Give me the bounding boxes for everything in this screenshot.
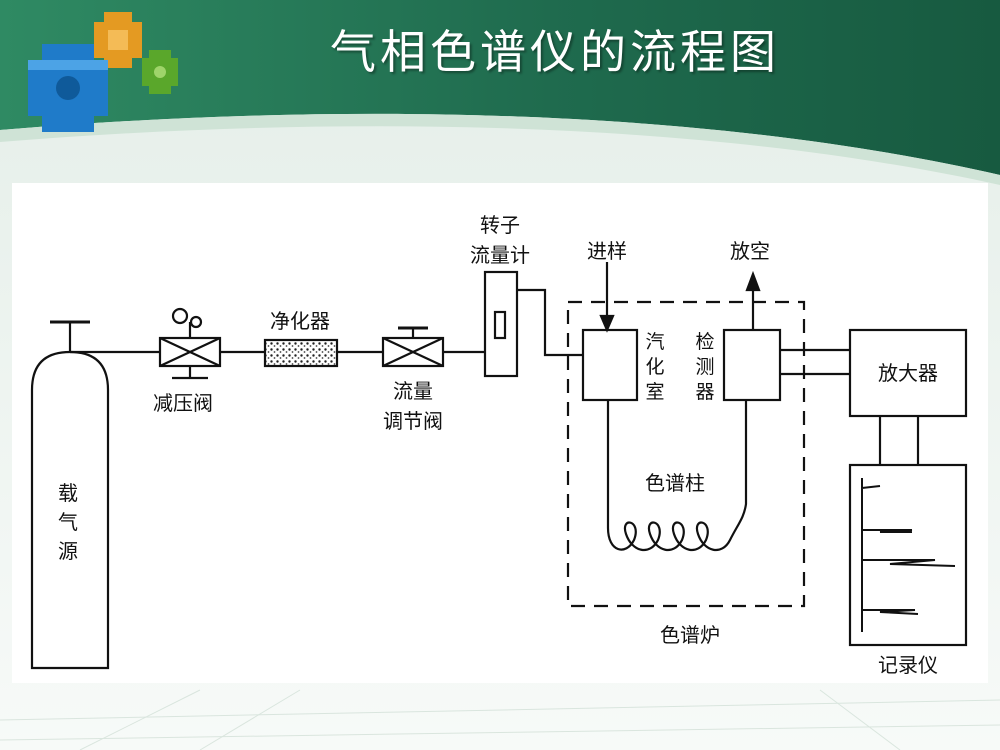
svg-text:载: 载 [58,481,78,505]
label-injection: 进样 [587,239,627,263]
label-amplifier: 放大器 [878,361,938,385]
vent-arrowhead [745,270,761,292]
chromatography-column [606,400,748,551]
label-detector: 检 测 器 [695,331,714,403]
injection-arrowhead [599,314,615,333]
header-band [0,0,1000,175]
svg-text:气: 气 [58,510,78,534]
rotameter [483,270,519,378]
gas-line-5 [517,288,583,357]
svg-text:测: 测 [695,356,714,378]
slide-title: 气相色谱仪的流程图 [330,25,780,79]
labels: 载 气 源 减压阀 净化器 流量 调节阀 转子 流量计 进样 汽 化 室 检 [58,213,938,677]
label-purifier: 净化器 [270,309,330,333]
svg-text:汽: 汽 [645,331,664,353]
label-pressure-valve: 减压阀 [153,391,213,415]
amplifier [848,328,968,418]
rotameter-float [493,310,507,340]
chromatography-oven [566,300,806,608]
background-grid-lines [0,689,1000,750]
label-carrier-gas: 载 气 源 [58,481,78,563]
svg-text:转子: 转子 [480,213,520,237]
purifier [263,338,339,368]
header-swoosh [0,113,1000,185]
svg-text:流量: 流量 [393,379,433,403]
svg-text:检: 检 [695,331,714,353]
label-flow-valve: 流量 调节阀 [383,379,443,433]
recorder [848,463,968,647]
label-rotameter: 转子 流量计 [470,213,530,267]
puzzle-logo-icon [28,12,178,132]
label-recorder: 记录仪 [878,653,938,677]
svg-text:化: 化 [645,356,664,378]
diagram-panel [12,183,988,683]
svg-text:室: 室 [645,381,664,403]
svg-text:器: 器 [695,381,714,403]
label-vaporizer: 汽 化 室 [645,331,664,403]
label-column: 色谱柱 [645,471,705,495]
recorder-trace [861,478,956,632]
vaporizer [581,328,639,402]
label-oven: 色谱炉 [660,623,720,647]
svg-text:源: 源 [58,539,78,563]
svg-text:流量计: 流量计 [470,243,530,267]
svg-text:调节阀: 调节阀 [383,409,443,433]
label-vent: 放空 [730,239,770,263]
